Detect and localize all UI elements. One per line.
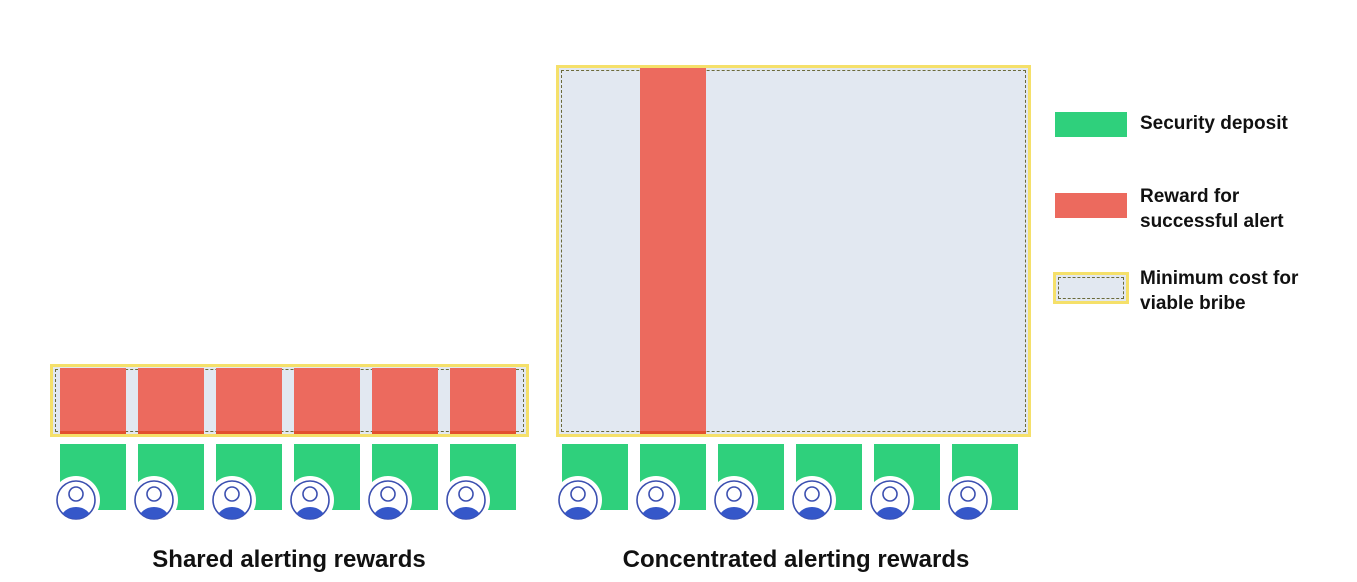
- concentrated-bribe-box: [556, 65, 1031, 437]
- user-avatar-icon: [632, 476, 680, 524]
- legend-swatch-bribe: [1053, 272, 1129, 304]
- user-avatar-icon: [866, 476, 914, 524]
- legend-swatch-deposit: [1055, 112, 1127, 137]
- user-avatar-icon: [442, 476, 490, 524]
- user-avatar-icon: [286, 476, 334, 524]
- reward-block: [138, 368, 204, 434]
- user-avatar-icon: [710, 476, 758, 524]
- reward-block: [216, 368, 282, 434]
- reward-block: [294, 368, 360, 434]
- shared-bribe-box: [50, 364, 529, 437]
- user-avatar-icon: [554, 476, 602, 524]
- legend-swatch-reward: [1055, 193, 1127, 218]
- reward-block: [372, 368, 438, 434]
- reward-block: [450, 368, 516, 434]
- concentrated-panel-title: Concentrated alerting rewards: [622, 546, 970, 573]
- shared-panel-title: Shared alerting rewards: [152, 546, 426, 573]
- user-avatar-icon: [364, 476, 412, 524]
- legend-label-deposit: Security deposit: [1140, 113, 1288, 134]
- user-avatar-icon: [52, 476, 100, 524]
- user-avatar-icon: [788, 476, 836, 524]
- reward-block: [640, 68, 706, 434]
- user-avatar-icon: [944, 476, 992, 524]
- user-avatar-icon: [208, 476, 256, 524]
- reward-block: [60, 368, 126, 434]
- user-avatar-icon: [130, 476, 178, 524]
